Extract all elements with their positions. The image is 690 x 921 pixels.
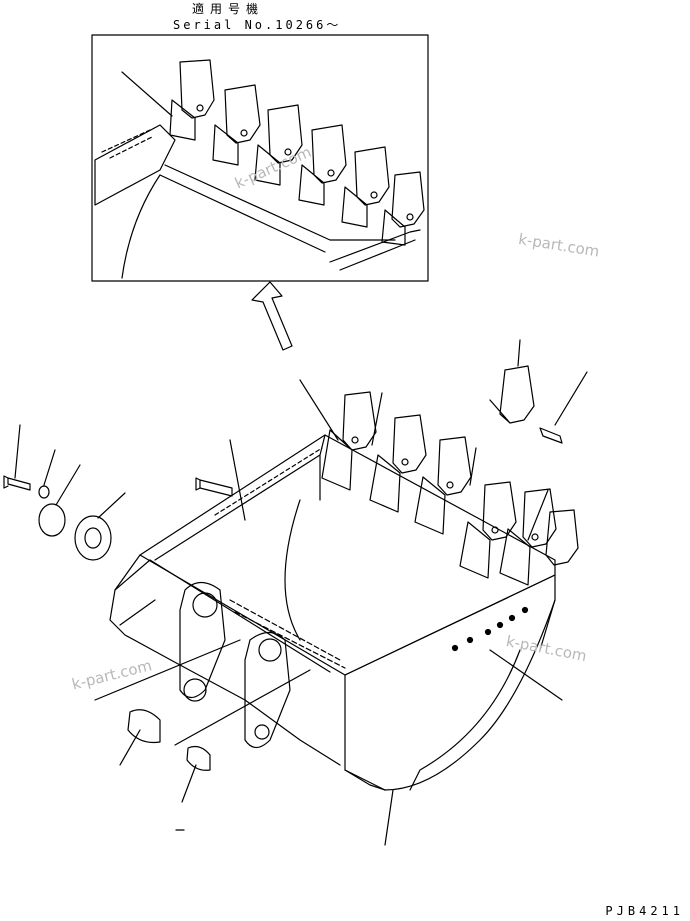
bushing [127, 709, 161, 744]
side-hole [508, 614, 516, 622]
leader-line [174, 669, 311, 746]
inset-tooth-5 [341, 146, 390, 228]
bucket-body [109, 434, 556, 791]
left-side-plate [109, 554, 341, 766]
leader-line [97, 492, 126, 519]
inset-tooth-pin [406, 213, 414, 221]
leader-line [229, 439, 246, 521]
pin-boss [258, 638, 282, 662]
inset-leader-line [121, 71, 173, 117]
bushing-small [186, 745, 211, 771]
boss-plate-left [179, 581, 226, 699]
leader-line [119, 729, 141, 766]
inset-tooth-2 [212, 84, 261, 166]
serial-number-label: Serial No.10266～ [173, 18, 342, 32]
bolt [195, 477, 233, 497]
tooth [499, 488, 557, 586]
inset-lower-lip [329, 229, 421, 271]
side-hole [496, 621, 504, 629]
teeth [321, 391, 579, 586]
leader-line [14, 424, 21, 479]
leader-line [517, 339, 521, 367]
leader-line [371, 392, 383, 446]
washer [38, 485, 50, 499]
flange-plate-hole [84, 527, 102, 549]
tooth [321, 391, 377, 491]
detail-inset [91, 34, 429, 282]
lip-weld-line [229, 599, 346, 669]
pin-boss [192, 592, 218, 618]
leader-line [94, 639, 241, 701]
leader-line [554, 371, 588, 426]
side-hole [521, 606, 529, 614]
back-wall-weld [214, 447, 323, 516]
inset-tooth-3 [254, 104, 303, 186]
side-hole [484, 628, 492, 636]
side-cutter [409, 599, 556, 791]
tooth-pin-exploded [539, 427, 563, 444]
tooth [414, 436, 472, 535]
leader-line [55, 464, 81, 506]
detail-arrow-icon [251, 281, 293, 351]
leader-line [469, 447, 477, 486]
inset-tooth-pin [327, 169, 335, 177]
left-lip [114, 559, 156, 626]
inset-frame [91, 34, 429, 282]
tooth-exploded [489, 365, 535, 424]
inset-bucket-curve [121, 174, 161, 279]
tooth-pin [531, 533, 539, 541]
leader-line [489, 649, 563, 701]
inset-tooth-6 [381, 171, 425, 246]
tooth [369, 414, 427, 513]
main-bolt [3, 475, 31, 491]
tooth-pin [491, 526, 499, 534]
bucket-bottom-edge [344, 769, 386, 791]
inset-tooth-pin [240, 129, 248, 137]
spare-tooth [489, 339, 588, 444]
leader-line [181, 764, 197, 803]
leader-line [527, 489, 549, 541]
drawing-code: PJB4211 [605, 904, 684, 918]
inset-tooth-1 [169, 59, 215, 141]
leader-line [299, 379, 339, 441]
pin-boss [254, 724, 270, 740]
inset-tooth-pin [370, 191, 378, 199]
flange-plate [74, 515, 112, 561]
tooth-pin [446, 481, 454, 489]
tooth [545, 509, 579, 566]
hardware [3, 379, 563, 846]
inset-teeth [169, 59, 425, 246]
tooth-pin [351, 436, 359, 444]
bucket-opening [139, 434, 556, 676]
inset-tooth-pin [284, 148, 292, 156]
side-hole [451, 644, 459, 652]
bucket-inner-curve [284, 499, 301, 641]
shim-plate [38, 503, 66, 537]
leader-line [43, 449, 56, 486]
inset-tooth-pin [196, 104, 204, 112]
inset-weld-line [101, 129, 153, 159]
inset-tooth-4 [298, 124, 347, 206]
pin-bosses [179, 581, 291, 749]
inset-lip-edge [159, 164, 396, 253]
side-hole [466, 636, 474, 644]
applicable-models-label: 適用号機 [192, 2, 265, 16]
bucket-back-edge [154, 434, 326, 561]
pin-boss [183, 678, 207, 702]
leader-line [384, 789, 394, 846]
boss-plate-right [244, 631, 291, 749]
right-side-plate [344, 574, 556, 791]
bucket-floor-edge [149, 559, 331, 673]
tooth-pin [401, 458, 409, 466]
